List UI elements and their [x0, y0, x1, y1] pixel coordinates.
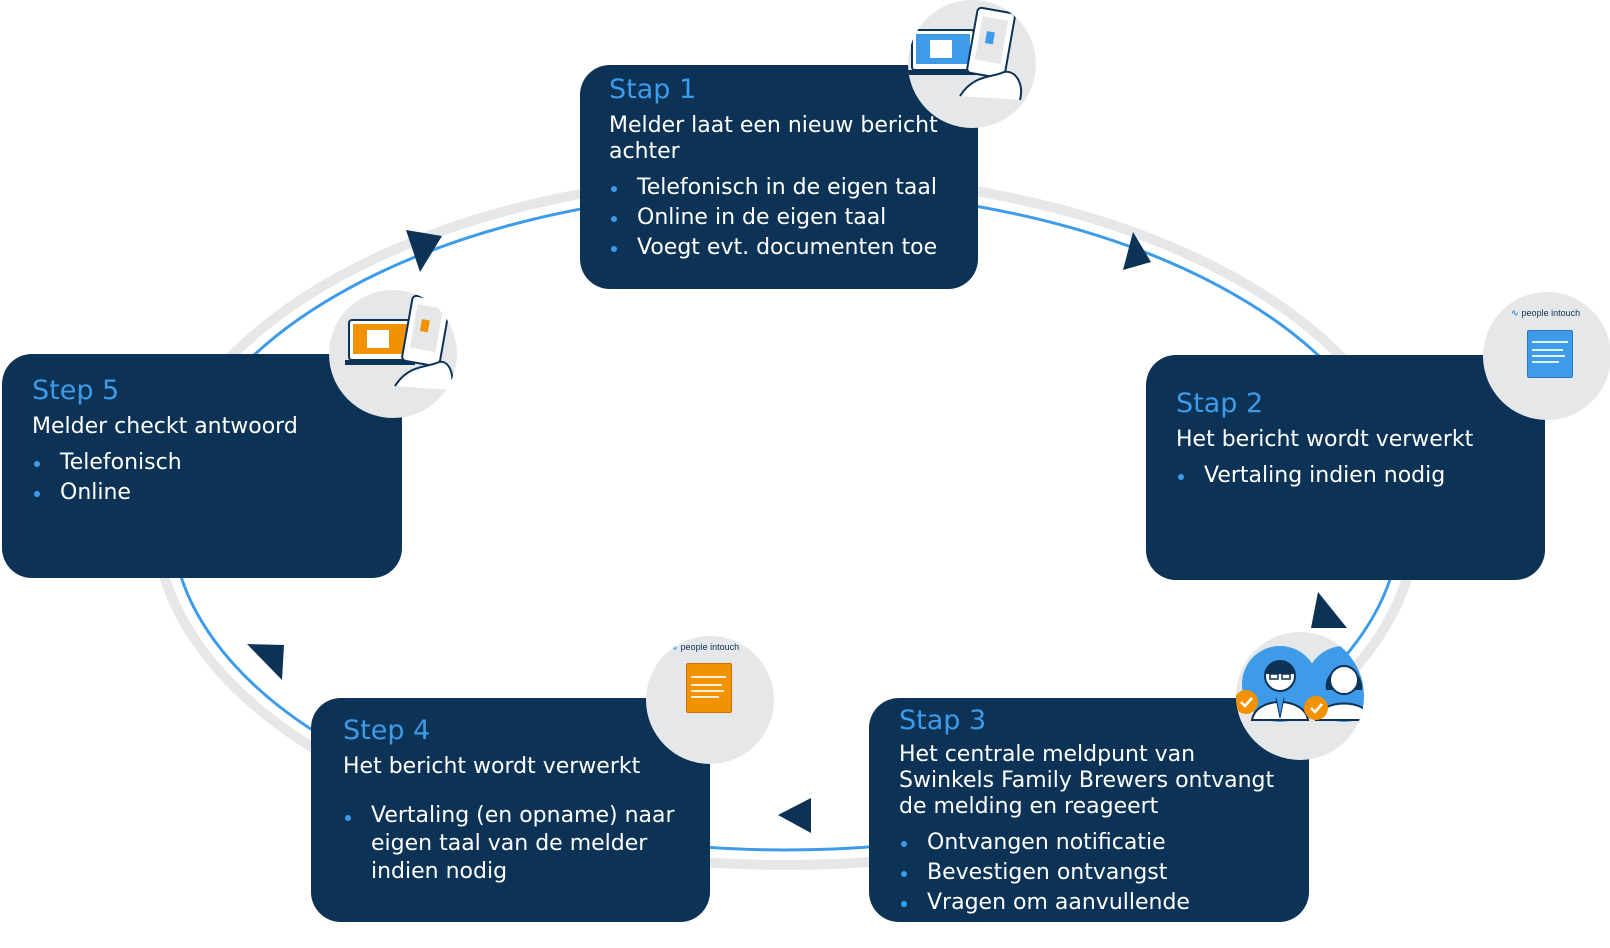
step-4-bullets: Vertaling (en opname) naar eigen taal va… [343, 802, 682, 886]
step-4-card: Step 4 Het bericht wordt verwerkt Vertal… [311, 698, 710, 922]
step-1-card: Stap 1 Melder laat een nieuw bericht ach… [580, 65, 978, 289]
flow-arrow-3-to-4 [778, 798, 811, 833]
people-intouch-logo-icon: ∿ [1511, 308, 1519, 318]
step-2-bullet: Vertaling indien nodig [1176, 461, 1517, 491]
step-4-bullet: Vertaling (en opname) naar eigen taal va… [343, 802, 682, 886]
people-intouch-logo-icon: ∿ [670, 642, 678, 652]
flow-arrow-2-to-3 [1311, 592, 1347, 628]
step-3-bullet: Bevestigen ontvangst [899, 858, 1289, 888]
step-2-card: Stap 2 Het bericht wordt verwerkt Vertal… [1146, 355, 1545, 580]
hand-holding-phone-laptop-blue-icon [908, 0, 1036, 128]
step-1-heading: Melder laat een nieuw bericht achter [609, 113, 938, 164]
step-2-bullets: Vertaling indien nodig [1176, 461, 1517, 491]
two-verified-people-icon [1236, 632, 1364, 760]
step-3-title: Stap 3 [899, 705, 987, 736]
step-4-heading: Het bericht wordt verwerkt [343, 754, 641, 779]
step-1-title: Stap 1 [609, 74, 697, 105]
hand-holding-phone-laptop-orange-icon [329, 290, 457, 418]
step-1-bullet: Online in de eigen taal [609, 203, 950, 233]
step-5-bullets: Telefonisch Online [32, 448, 374, 508]
step-5-heading: Melder checkt antwoord [32, 414, 298, 439]
step-5-title: Step 5 [32, 375, 120, 406]
brand-name: people intouch [1521, 308, 1581, 318]
flow-arrow-5-to-1 [406, 230, 442, 272]
step-1-bullet: Telefonisch in de eigen taal [609, 173, 950, 203]
brand-name: people intouch [680, 642, 740, 652]
step-3-heading: Het centrale meldpunt van Swinkels Famil… [899, 742, 1275, 819]
step-3-bullets: Ontvangen notificatie Bevestigen ontvang… [899, 828, 1289, 948]
step-2-heading: Het bericht wordt verwerkt [1176, 427, 1474, 452]
document-shape [686, 663, 732, 713]
step-5-card: Step 5 Melder checkt antwoord Telefonisc… [2, 354, 402, 578]
flow-arrow-1-to-2 [1123, 232, 1151, 270]
flow-arrow-4-to-5 [247, 644, 284, 680]
step-1-bullets: Telefonisch in de eigen taal Online in d… [609, 173, 950, 263]
step-3-bullet: Vragen om aanvullende informatie [899, 888, 1289, 948]
people-intouch-document-blue-icon: ∿people intouch [1483, 292, 1610, 420]
people-intouch-document-orange-icon: ∿people intouch [646, 636, 774, 764]
document-shape [1527, 330, 1573, 378]
step-5-bullet: Telefonisch [32, 448, 374, 478]
step-3-card: Stap 3 Het centrale meldpunt van Swinkel… [869, 698, 1309, 945]
step-1-bullet: Voegt evt. documenten toe [609, 233, 950, 263]
step-4-title: Step 4 [343, 715, 431, 746]
step-3-bullet: Ontvangen notificatie [899, 828, 1289, 858]
step-2-title: Stap 2 [1176, 388, 1264, 419]
step-5-bullet: Online [32, 478, 374, 508]
